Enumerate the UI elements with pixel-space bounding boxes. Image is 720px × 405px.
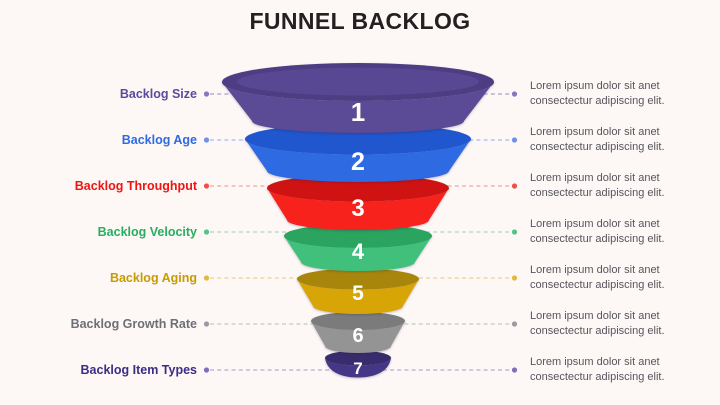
funnel-segment-top — [325, 350, 391, 366]
label-backlog-velocity: Backlog Velocity — [97, 225, 197, 239]
description-line: Lorem ipsum dolor sit anet — [530, 310, 660, 322]
description-text: Lorem ipsum dolor sit anet consectectur … — [530, 263, 710, 293]
connector-dot-left — [203, 91, 210, 97]
page-title: FUNNEL BACKLOG — [249, 8, 471, 34]
description-line: Lorem ipsum dolor sit anet — [530, 264, 660, 276]
description-line: Lorem ipsum dolor sit anet — [530, 172, 660, 184]
label-backlog-aging: Backlog Aging — [109, 271, 197, 285]
connector-dot-right — [511, 229, 518, 235]
funnel-segment-body — [245, 139, 471, 182]
description-line: consectectur adipiscing elit. — [530, 233, 665, 245]
connector-dot-right — [511, 91, 518, 97]
funnel-segment-5: 5 — [297, 268, 419, 314]
description-line: Lorem ipsum dolor sit anet — [530, 126, 660, 138]
description-text: Lorem ipsum dolor sit anet consectectur … — [530, 217, 710, 247]
funnel-segment-number: 7 — [353, 359, 362, 378]
connector-dot-right — [511, 367, 518, 373]
funnel-segment-top — [267, 174, 449, 202]
funnel-segment-2: 2 — [245, 123, 471, 182]
description-line: consectectur adipiscing elit. — [530, 371, 665, 383]
funnel-segment-body — [311, 321, 405, 353]
connector-dot-left — [203, 137, 210, 143]
funnel-segment-top-inner — [237, 67, 479, 96]
description-text: Lorem ipsum dolor sit anet consectectur … — [530, 125, 710, 155]
funnel-segment-body — [222, 82, 494, 133]
funnel-segment-6: 6 — [311, 312, 405, 353]
connector-dot-left — [203, 321, 210, 327]
funnel-segment-number: 1 — [351, 97, 365, 127]
description-text: Lorem ipsum dolor sit anet consectectur … — [530, 309, 710, 339]
funnel-segment-4: 4 — [284, 224, 432, 271]
description-line: Lorem ipsum dolor sit anet — [530, 218, 660, 230]
funnel-segment-top — [311, 312, 405, 330]
connector-dot-right — [511, 183, 518, 189]
funnel-segment-top — [297, 268, 419, 290]
funnel-segment-body — [325, 358, 391, 378]
connector-dot-left — [203, 275, 210, 281]
label-backlog-throughput: Backlog Throughput — [74, 179, 197, 193]
description-text: Lorem ipsum dolor sit anet consectectur … — [530, 171, 710, 201]
funnel-segment-body — [297, 279, 419, 314]
funnel-segment-number: 6 — [352, 325, 363, 347]
description-line: consectectur adipiscing elit. — [530, 279, 665, 291]
label-backlog-item-types: Backlog Item Types — [80, 363, 197, 377]
funnel-segment-top — [284, 224, 432, 248]
description-line: consectectur adipiscing elit. — [530, 325, 665, 337]
funnel-segment-number: 2 — [351, 148, 365, 176]
funnel-segment-body — [284, 236, 432, 271]
funnel-segment-number: 5 — [352, 282, 364, 305]
connector-dot-right — [511, 321, 518, 327]
funnel-segment-3: 3 — [267, 174, 449, 230]
label-backlog-age: Backlog Age — [121, 133, 197, 147]
label-backlog-growth-rate: Backlog Growth Rate — [70, 317, 197, 331]
connector-dot-left — [203, 367, 210, 373]
funnel-segment-1: 1 — [222, 63, 494, 133]
description-line: consectectur adipiscing elit. — [530, 187, 665, 199]
funnel-segment-number: 3 — [351, 195, 364, 222]
label-backlog-size: Backlog Size — [119, 87, 197, 101]
funnel-segment-top — [245, 123, 471, 155]
description-line: consectectur adipiscing elit. — [530, 95, 665, 107]
connector-dot-right — [511, 275, 518, 281]
funnel-segment-7: 7 — [325, 350, 391, 378]
description-line: consectectur adipiscing elit. — [530, 141, 665, 153]
connector-dot-right — [511, 137, 518, 143]
description-text: Lorem ipsum dolor sit anet consectectur … — [530, 355, 710, 385]
connector-dot-left — [203, 183, 210, 189]
description-line: Lorem ipsum dolor sit anet — [530, 356, 660, 368]
description-line: Lorem ipsum dolor sit anet — [530, 80, 660, 92]
description-text: Lorem ipsum dolor sit anet consectectur … — [530, 79, 710, 109]
funnel-segment-body — [267, 188, 449, 230]
funnel-segment-number: 4 — [352, 239, 365, 264]
connector-dot-left — [203, 229, 210, 235]
